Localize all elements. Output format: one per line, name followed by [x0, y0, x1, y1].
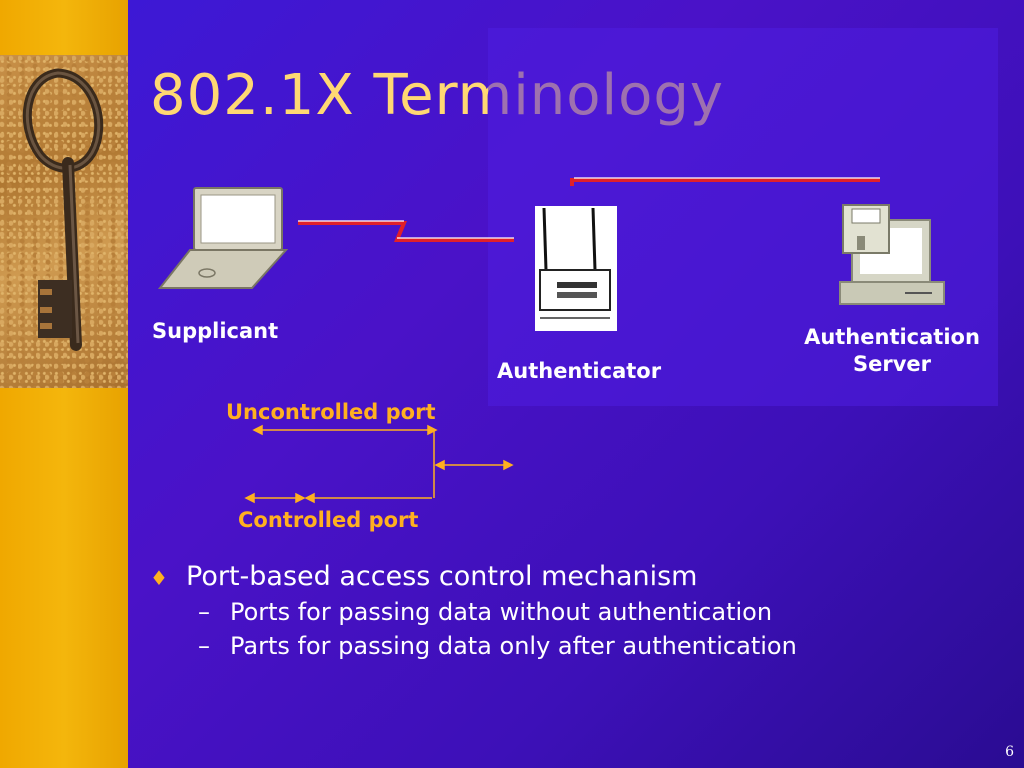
page-number: 6	[1005, 744, 1014, 760]
bullet-text: Port-based access control mechanism	[186, 561, 698, 592]
controlled-port-arrow	[244, 492, 432, 504]
auth-server-label-line1: Authentication	[804, 325, 980, 349]
dash-bullet-icon: –	[198, 632, 210, 660]
sub-bullet-item: – Ports for passing data without authent…	[198, 598, 797, 626]
auth-server-label: Authentication Server	[790, 324, 994, 379]
key-image	[0, 55, 128, 388]
authenticator-label: Authenticator	[497, 359, 662, 383]
link-supplicant-authenticator	[298, 220, 514, 242]
sub-bullet-item: – Parts for passing data only after auth…	[198, 632, 797, 660]
dash-bullet-icon: –	[198, 598, 210, 626]
laptop-icon	[157, 187, 289, 289]
authenticator-icon	[535, 206, 617, 331]
key-icon	[22, 68, 104, 351]
port-to-lan-arrow	[434, 459, 514, 471]
link-authenticator-server	[570, 177, 880, 186]
uncontrolled-port-label: Uncontrolled port	[226, 400, 436, 424]
diamond-bullet-icon: ♦	[150, 566, 168, 590]
bullet-item: ♦ Port-based access control mechanism	[150, 561, 797, 592]
bullet-list: ♦ Port-based access control mechanism – …	[150, 561, 797, 660]
sub-bullet-text: Parts for passing data only after authen…	[230, 632, 797, 660]
server-computer-icon	[839, 204, 945, 305]
sub-bullet-text: Ports for passing data without authentic…	[230, 598, 773, 626]
supplicant-label: Supplicant	[152, 319, 279, 343]
uncontrolled-port-arrow	[252, 424, 438, 498]
auth-server-label-line2: Server	[852, 352, 931, 377]
controlled-port-label: Controlled port	[238, 508, 419, 532]
